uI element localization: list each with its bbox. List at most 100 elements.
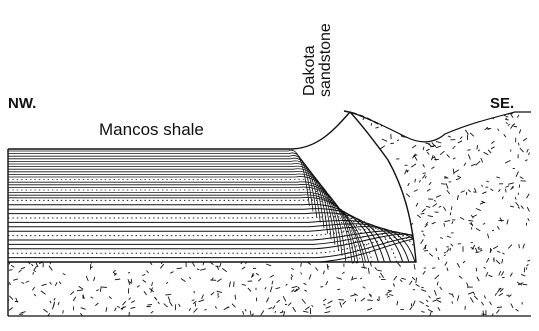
rock-stipple [524, 267, 525, 272]
rock-stipple [95, 303, 98, 306]
rock-stipple [247, 114, 248, 116]
rock-stipple [361, 298, 365, 301]
rock-stipple [93, 190, 94, 192]
rock-stipple [180, 142, 181, 148]
rock-stipple [128, 272, 130, 273]
rock-stipple [499, 271, 501, 275]
rock-stipple [258, 117, 262, 120]
rock-stipple [389, 295, 393, 296]
rock-stipple [303, 114, 304, 119]
rock-stipple [158, 245, 162, 246]
rock-stipple [258, 198, 262, 201]
rock-stipple [471, 164, 476, 166]
rock-stipple [160, 107, 162, 110]
rock-stipple [346, 155, 351, 158]
rock-stipple [161, 168, 163, 172]
bedding-line [8, 169, 335, 245]
rock-stipple [195, 303, 196, 307]
rock-stipple [86, 276, 88, 281]
rock-stipple [447, 236, 451, 237]
rock-stipple [432, 222, 436, 224]
rock-stipple [438, 307, 440, 311]
rock-stipple [268, 308, 272, 309]
rock-stipple [394, 177, 395, 179]
rock-stipple [521, 206, 524, 209]
rock-stipple [388, 218, 389, 222]
rock-stipple [288, 181, 294, 182]
rock-stipple [136, 246, 140, 248]
rock-stipple [450, 248, 451, 251]
rock-stipple [484, 267, 486, 268]
rock-stipple [79, 286, 84, 289]
rock-stipple [419, 111, 420, 114]
rock-stipple [217, 279, 221, 282]
rock-stipple [484, 152, 489, 155]
rock-stipple [26, 146, 28, 148]
rock-stipple [220, 118, 221, 124]
rock-stipple [523, 138, 527, 141]
rock-stipple [501, 271, 503, 275]
rock-stipple [462, 116, 464, 118]
rock-stipple [304, 283, 307, 285]
rock-stipple [421, 290, 426, 292]
rock-stipple [242, 267, 245, 269]
rock-stipple [10, 142, 13, 143]
rock-stipple [510, 206, 514, 207]
rock-stipple [352, 276, 353, 280]
rock-stipple [506, 189, 507, 193]
rock-stipple [326, 158, 328, 160]
rock-stipple [252, 198, 255, 202]
rock-stipple [256, 273, 259, 275]
rock-stipple [42, 284, 47, 286]
rock-stipple [412, 122, 415, 126]
rock-stipple [316, 107, 317, 111]
rock-stipple [375, 267, 377, 269]
rock-stipple [400, 112, 402, 115]
rock-stipple [493, 246, 498, 249]
rock-stipple [79, 131, 80, 133]
rock-stipple [311, 122, 312, 125]
rock-stipple [200, 269, 206, 271]
rock-stipple [231, 237, 236, 239]
rock-stipple [288, 219, 290, 222]
rock-stipple [426, 206, 430, 207]
rock-stipple [280, 312, 284, 313]
mancos-shale-label: Mancos shale [99, 121, 204, 138]
rock-stipple [323, 304, 325, 305]
rock-stipple [489, 113, 494, 114]
rock-stipple [254, 147, 259, 148]
rock-stipple [482, 185, 483, 187]
rock-stipple [426, 305, 429, 307]
rock-stipple [431, 167, 434, 169]
rock-stipple [277, 300, 280, 303]
rock-stipple [423, 271, 426, 275]
rock-stipple [197, 232, 199, 237]
rock-stipple [164, 304, 168, 308]
bedding-line [8, 174, 342, 256]
rock-stipple [293, 190, 294, 194]
rock-stipple [165, 294, 171, 295]
rock-stipple [245, 123, 249, 126]
rock-stipple [273, 199, 274, 201]
rock-stipple [523, 284, 527, 285]
rock-stipple [295, 129, 298, 131]
rock-stipple [516, 309, 519, 311]
rock-stipple [405, 170, 407, 175]
rock-stipple [429, 253, 433, 256]
rock-stipple [368, 268, 369, 274]
rock-stipple [289, 133, 290, 136]
rock-stipple [56, 135, 61, 136]
rock-stipple [189, 277, 190, 279]
rock-stipple [197, 269, 199, 270]
rock-stipple [110, 238, 113, 239]
rock-stipple [50, 282, 52, 285]
rock-stipple [380, 273, 383, 278]
rock-stipple [446, 183, 448, 188]
rock-stipple [417, 215, 421, 218]
rock-stipple [64, 115, 66, 116]
rock-stipple [291, 269, 294, 270]
rock-stipple [382, 139, 387, 141]
rock-stipple [397, 263, 400, 267]
rock-stipple [240, 165, 243, 167]
rock-stipple [390, 189, 391, 194]
